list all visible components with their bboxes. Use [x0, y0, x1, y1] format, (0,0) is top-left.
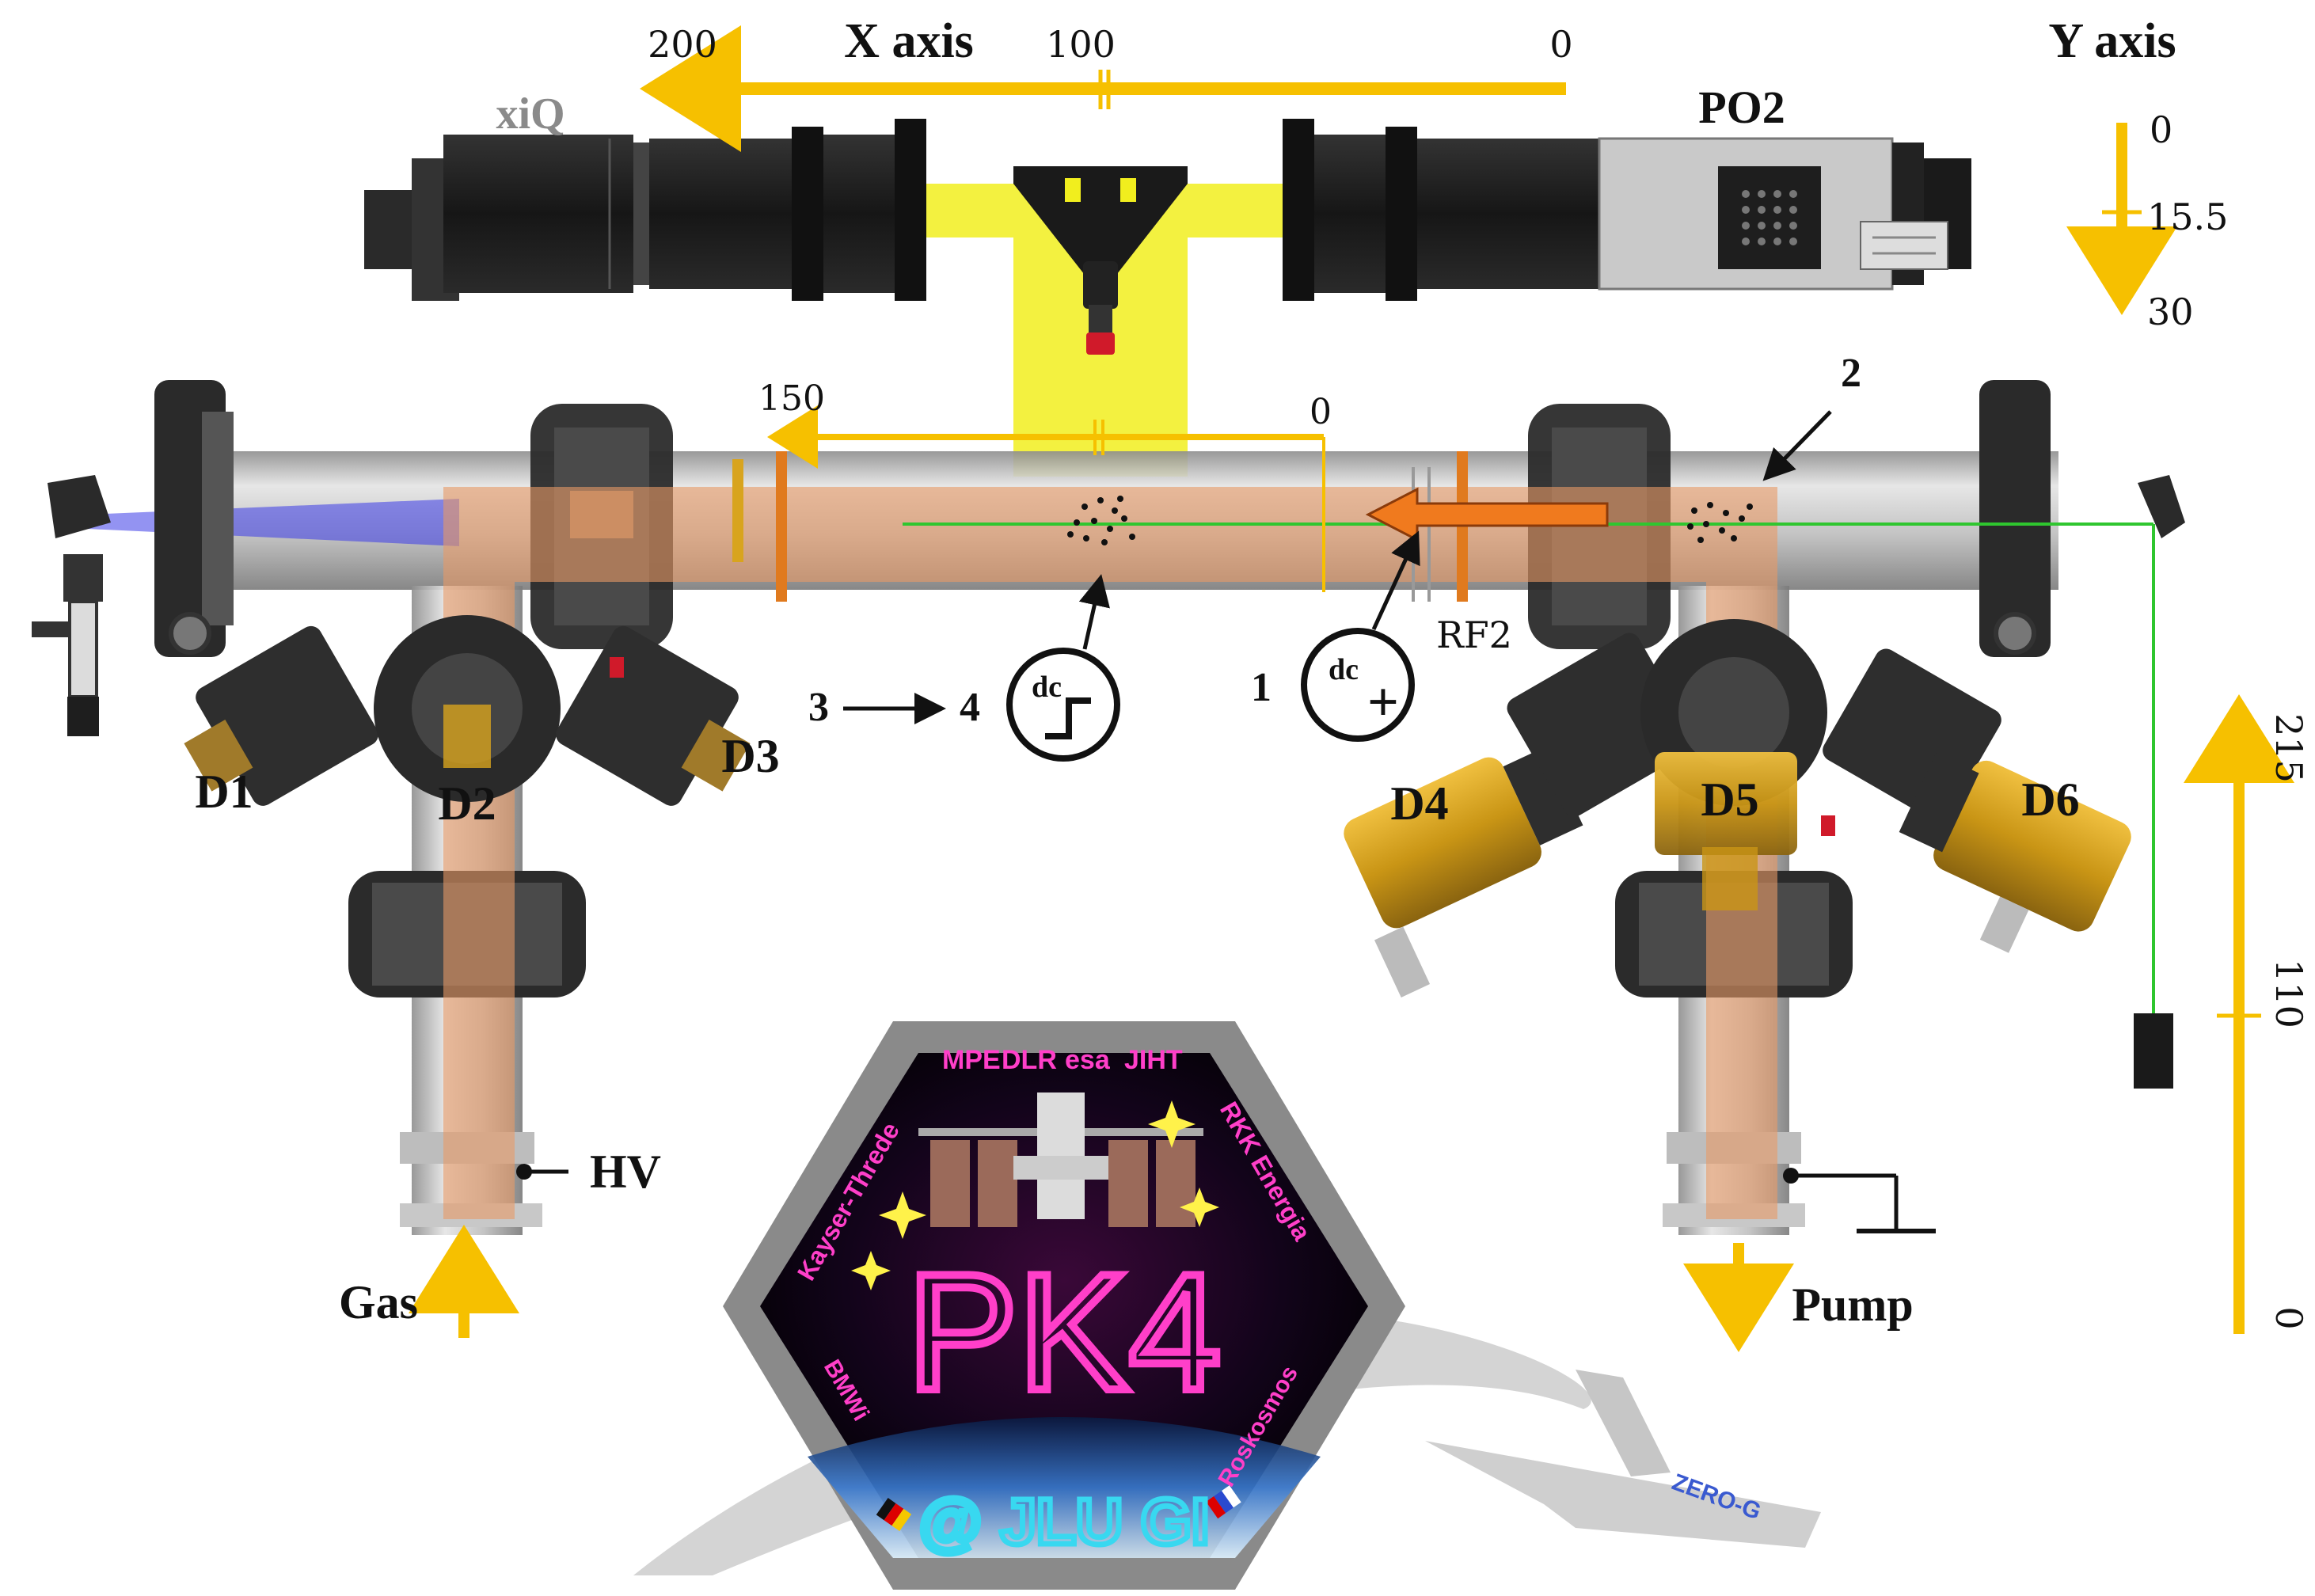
detector-label-d4: D4 [1390, 777, 1448, 830]
gas-label: Gas [339, 1276, 418, 1328]
russian-flag-icon [1206, 1485, 1241, 1519]
particle-cluster-right [1687, 502, 1753, 543]
top-x-axis: X axis 200 100 0 xiQ PO2 [496, 14, 1785, 152]
electrode-ring-2 [776, 451, 787, 602]
tube-axis-tick-150: 150 [758, 378, 825, 419]
x-axis-tick-0: 0 [1549, 23, 1572, 66]
right-end-flange [1979, 380, 2051, 657]
badge-partner-jiht: JIHT [1124, 1045, 1183, 1075]
d5-gold-body [1655, 752, 1797, 855]
y-axis-tick-0: 0 [2150, 108, 2172, 151]
svg-text:dc: dc [1032, 671, 1062, 704]
svg-text:+: + [1367, 672, 1399, 733]
left-laser-module [32, 475, 111, 736]
tube-axis: 150 0 [758, 378, 1332, 592]
y-axis-title: Y axis [2048, 14, 2176, 68]
rf2-label: RF2 [1436, 614, 1512, 656]
center-camera-icon [1083, 261, 1118, 355]
y-axis: Y axis 0 15.5 30 [2048, 14, 2228, 333]
xiq-camera [364, 119, 926, 301]
iss-icon [918, 1092, 1203, 1227]
hv-label: HV [590, 1146, 661, 1198]
y-axis-tick-15-5: 15.5 [2147, 196, 2228, 238]
pk4-mission-badge: MPE DLR esa JIHT Kayser-Threde RKK Energ… [723, 1021, 1405, 1590]
left-end-flange [154, 380, 234, 657]
right-axis-tick-215: 215 [2267, 713, 2310, 783]
ports: HV Gas Pump [339, 1146, 1936, 1352]
badge-partner-mpe: MPE [942, 1045, 1001, 1075]
badge-partner-dlr: DLR [1002, 1045, 1057, 1075]
detectors-left [184, 615, 751, 806]
detector-label-d2: D2 [438, 777, 496, 830]
ground-symbol [1783, 1168, 1936, 1233]
detector-label-d6: D6 [2021, 773, 2079, 826]
right-axis-tick-110: 110 [2267, 959, 2310, 1028]
marker-1: 1 [1251, 665, 1272, 710]
detector-label-d3: D3 [721, 730, 779, 782]
right-axis-tick-0: 0 [2267, 1306, 2310, 1329]
marker-4: 4 [960, 685, 980, 730]
po2-camera [1283, 119, 1971, 301]
particle-cluster-center [1067, 496, 1135, 545]
green-laser-source [2134, 1013, 2173, 1089]
right-axis: 215 110 0 [2184, 694, 2310, 1334]
x-axis-title: X axis [844, 14, 974, 68]
x-axis-tick-100: 100 [1046, 23, 1116, 66]
detector-label-d5: D5 [1701, 773, 1758, 826]
top-camera-section [364, 119, 1971, 477]
orange-drift-arrow [1365, 487, 1609, 542]
badge-bottom-text: @ JLU GI [919, 1486, 1210, 1558]
xiq-camera-label: xiQ [496, 89, 564, 139]
marker-2: 2 [1841, 351, 1861, 396]
pump-label: Pump [1792, 1279, 1913, 1331]
y-axis-tick-30: 30 [2147, 291, 2194, 333]
german-flag-icon [876, 1498, 912, 1532]
dc-step-source-icon: dc [1006, 648, 1120, 762]
tube-axis-tick-0: 0 [1310, 392, 1332, 432]
x-axis-tick-200: 200 [648, 23, 717, 66]
plasma-glow [443, 487, 1777, 1219]
camera-bracket [1013, 166, 1188, 285]
badge-stars [851, 1100, 1219, 1290]
badge-main-logo: PK4 [907, 1239, 1222, 1425]
annotation-markers: 2 RF2 1 dc + 3 4 dc [808, 351, 1861, 762]
electrode-ring-1 [732, 459, 743, 562]
marker-3: 3 [808, 685, 829, 730]
svg-text:dc: dc [1329, 653, 1359, 686]
detector-label-d1: D1 [195, 766, 253, 818]
dc-plus-source-icon: dc + [1301, 628, 1415, 742]
badge-partner-esa: esa [1065, 1045, 1111, 1075]
detectors-right [1344, 619, 2131, 998]
po2-camera-label: PO2 [1698, 82, 1785, 133]
